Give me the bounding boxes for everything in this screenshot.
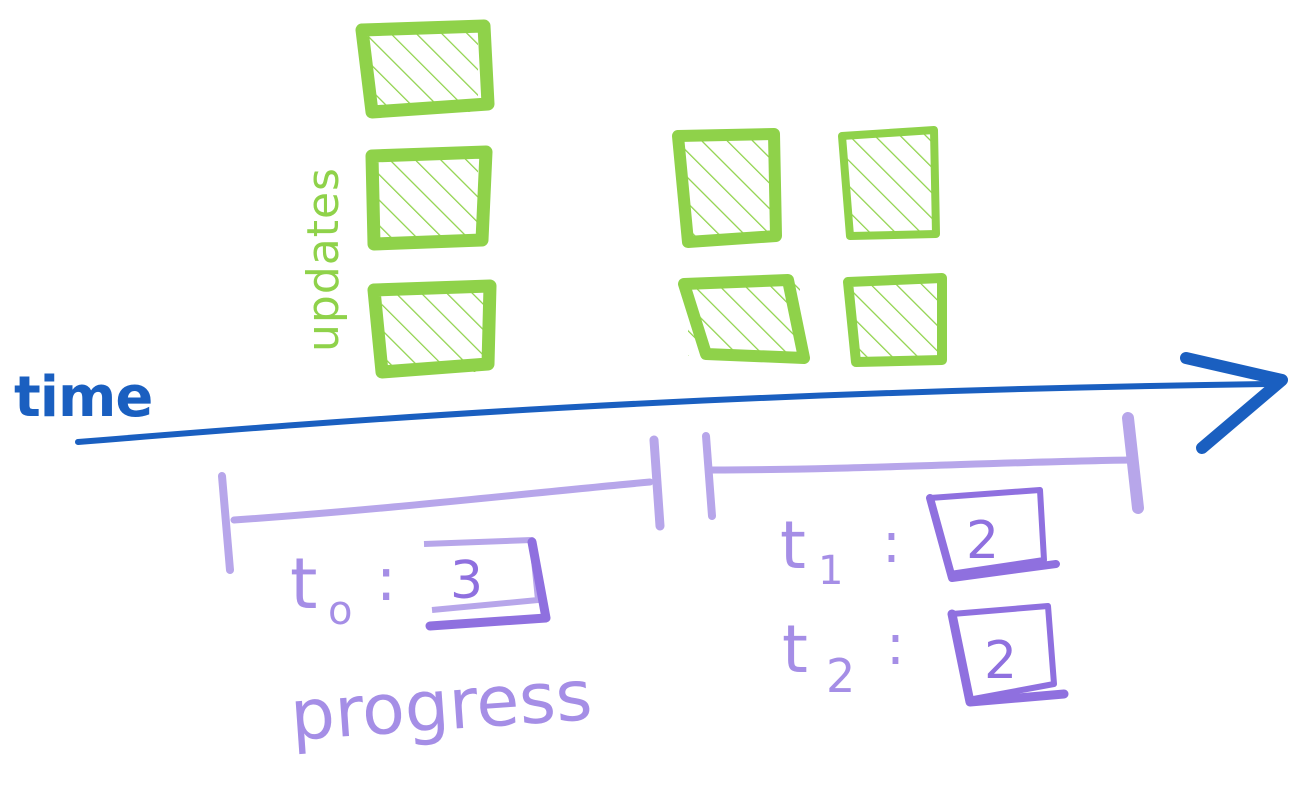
update-box: [672, 128, 782, 248]
update-box: [678, 274, 810, 364]
updates-label: updates: [298, 167, 349, 352]
progress-label-base: t: [782, 611, 808, 688]
progress-label-sub: 2: [826, 649, 855, 703]
progress-label: progress: [287, 654, 594, 757]
progress-entry-t0: t o : 3: [290, 537, 551, 634]
progress-count: 2: [984, 631, 1017, 691]
update-group-t1-t2: [672, 126, 947, 367]
progress-separator: :: [882, 511, 901, 576]
time-axis: [75, 352, 1288, 454]
progress-label-base: t: [290, 543, 317, 625]
update-box: [367, 279, 497, 379]
progress-entry-t2: t 2 : 2: [782, 603, 1069, 707]
interval-bracket-t1-t2: [702, 412, 1144, 520]
progress-label-base: t: [780, 507, 806, 584]
progress-label-sub: o: [328, 588, 352, 634]
progress-entry-t1: t 1 : 2: [780, 487, 1060, 594]
progress-separator: :: [376, 545, 396, 615]
time-label: time: [14, 365, 152, 430]
progress-separator: :: [886, 613, 905, 678]
update-box: [355, 19, 495, 119]
progress-count: 2: [966, 511, 999, 571]
interval-bracket-t0: [218, 435, 665, 574]
time-arrow-head-icon: [1180, 352, 1288, 454]
progress-count: 3: [450, 551, 483, 611]
progress-label-sub: 1: [818, 548, 843, 594]
update-group-t0: [355, 19, 497, 379]
update-box: [365, 145, 493, 251]
update-box: [843, 273, 947, 367]
update-box: [838, 126, 940, 240]
